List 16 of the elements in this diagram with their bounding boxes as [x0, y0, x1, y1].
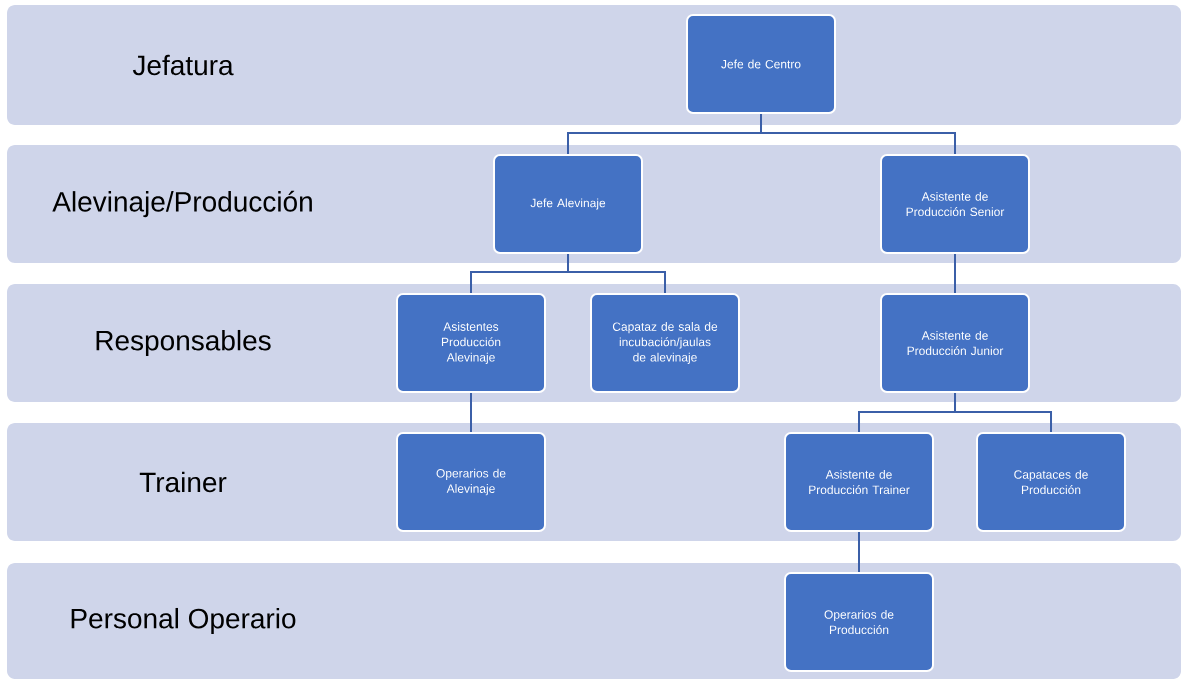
org-box: Operarios de Alevinaje [396, 432, 546, 532]
connector-line [954, 392, 1052, 433]
connector-line [954, 253, 956, 294]
org-box: Operarios de Producción [784, 572, 934, 672]
org-box: Jefe de Centro [686, 14, 836, 114]
connector-line [567, 253, 666, 294]
org-box: Asistente de Producción Senior [880, 154, 1030, 254]
org-box: Asistente de Producción Trainer [784, 432, 934, 532]
connector-line [760, 113, 956, 155]
org-box: Asistentes Producción Alevinaje [396, 293, 546, 393]
connector-line [858, 531, 860, 573]
org-box: Capataz de sala de incubación/jaulas de alevinaje [590, 293, 740, 393]
org-box: Asistente de Producción Junior [880, 293, 1030, 393]
org-box: Jefe Alevinaje [493, 154, 643, 254]
org-box: Capataces de Producción [976, 432, 1126, 532]
connector-line [470, 392, 472, 433]
